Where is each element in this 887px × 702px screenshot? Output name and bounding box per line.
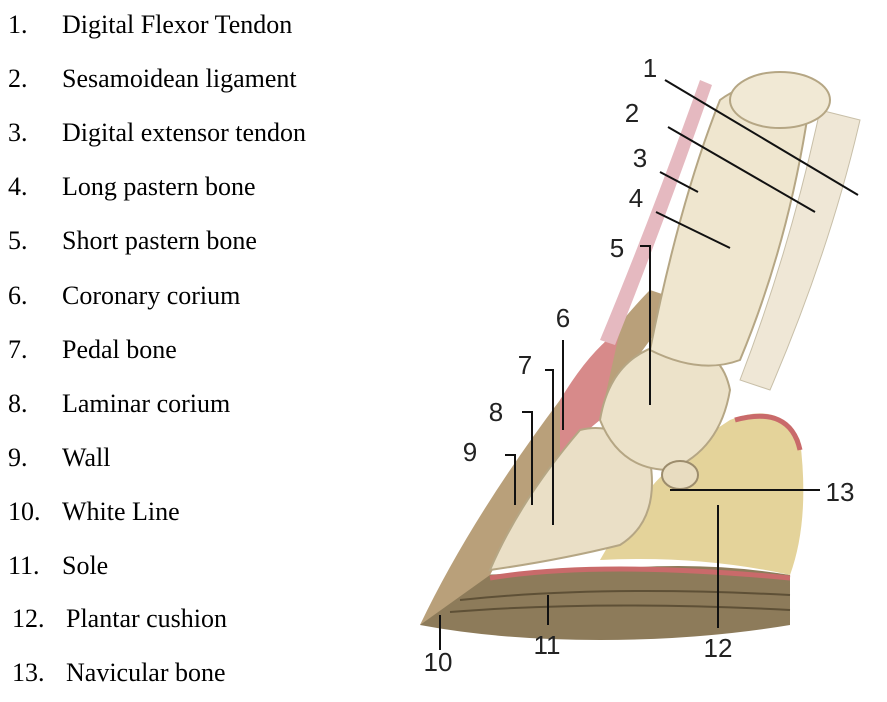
heel-corium xyxy=(734,413,803,451)
legend-number: 13. xyxy=(12,658,45,687)
legend-number: 5. xyxy=(8,226,28,255)
diagram-label: 8 xyxy=(489,397,503,427)
sole-layers xyxy=(449,590,791,613)
diagram-label: 5 xyxy=(610,233,624,263)
legend-number: 12. xyxy=(12,604,45,633)
legend-number: 1. xyxy=(8,10,28,39)
diagram-label: 11 xyxy=(534,630,561,660)
leader-lines xyxy=(439,79,859,650)
legend-number: 7. xyxy=(8,335,28,364)
corium-red xyxy=(489,566,791,581)
legend-number: 9. xyxy=(8,443,28,472)
legend-number: 4. xyxy=(8,172,28,201)
sole xyxy=(420,566,790,640)
diagram-label: 6 xyxy=(556,303,570,333)
legend-number: 6. xyxy=(8,281,28,310)
plantar-cushion xyxy=(600,413,804,575)
legend-text: Sole xyxy=(62,551,109,580)
coronary-corium xyxy=(560,330,620,460)
legend-number: 3. xyxy=(8,118,28,147)
short-pastern xyxy=(598,343,732,472)
legend-text: Long pastern bone xyxy=(62,172,256,201)
legend-text: White Line xyxy=(62,497,180,526)
legend-text: Digital extensor tendon xyxy=(62,118,307,147)
legend-number: 11. xyxy=(8,551,40,580)
legend-text: Digital Flexor Tendon xyxy=(62,10,293,39)
diagram-label: 3 xyxy=(633,143,647,173)
legend-text: Pedal bone xyxy=(62,335,177,364)
diagram-label: 13 xyxy=(826,477,855,507)
legend-text: Coronary corium xyxy=(62,281,241,310)
diagram-label: 7 xyxy=(518,350,532,380)
legend-text: Sesamoidean ligament xyxy=(62,64,297,93)
fetlock-joint xyxy=(729,71,831,129)
diagram-label: 2 xyxy=(625,98,639,128)
legend-text: Wall xyxy=(62,443,111,472)
diagram-label: 9 xyxy=(463,437,477,467)
legend-number: 10. xyxy=(8,497,41,526)
diagram-label: 12 xyxy=(704,633,733,663)
legend-text: Short pastern bone xyxy=(62,226,257,255)
legend-text: Navicular bone xyxy=(66,658,226,687)
legend-number: 8. xyxy=(8,389,28,418)
legend-text: Laminar corium xyxy=(62,389,231,418)
diagram-label: 4 xyxy=(629,183,643,213)
hoof-wall xyxy=(420,290,680,625)
legend-number: 2. xyxy=(8,64,28,93)
diagram-label: 10 xyxy=(424,647,453,677)
legend-text: Plantar cushion xyxy=(66,604,228,633)
navicular-bone xyxy=(661,460,699,490)
diagram-label: 1 xyxy=(643,53,657,83)
